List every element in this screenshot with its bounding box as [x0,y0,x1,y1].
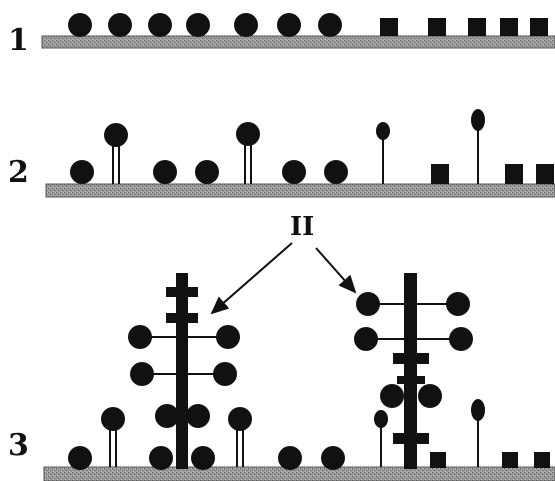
row-3-round-particle [278,446,302,470]
row-1-square-particle [428,18,446,36]
callout-arrow-right [315,247,357,294]
row-2-stalked-bud [471,109,485,184]
row-1-square-particle [530,18,548,36]
callout-arrow-left [210,242,293,315]
row-3-stalked-bud [471,399,485,467]
row-3-square-particle [430,452,446,468]
row-1-substrate [41,35,555,49]
row-3-stalked-ball [228,407,252,467]
left-tree-structure [128,273,240,469]
row-1-round-particle [277,13,301,37]
row-3: 3 [8,273,555,481]
row-3-round-particle [68,446,92,470]
row-3-round-particle [191,446,215,470]
row-2-round-particle [195,160,219,184]
row-3-round-particle [321,446,345,470]
row-2-square-particle [431,164,449,184]
row-3-label: 3 [8,428,29,463]
callout-label: II [290,212,314,242]
row-2-square-particle [505,164,523,184]
row-3-substrate [43,466,555,481]
row-2-square-particle [536,164,554,184]
row-1-round-particle [234,13,258,37]
row-2-round-particle [324,160,348,184]
row-1-round-particle [186,13,210,37]
row-2-stalked-ball [104,123,128,184]
row-2-stalked-bud [376,122,390,184]
callout: II [210,212,357,315]
row-2: 2 [8,109,555,198]
row-2-label: 2 [8,155,29,190]
row-3-square-particle [502,452,518,468]
row-1-round-particle [148,13,172,37]
row-2-stalked-ball [236,122,260,184]
row-2-substrate [45,183,555,198]
row-1-label: 1 [8,23,29,58]
row-3-round-particle [149,446,173,470]
right-tree-structure [354,273,473,469]
row-3-square-particle [534,452,550,468]
row-1-square-particle [500,18,518,36]
row-2-round-particle [282,160,306,184]
row-3-stalked-ball [101,407,125,467]
row-1-square-particle [468,18,486,36]
row-1-round-particle [108,13,132,37]
row-1-round-particle [318,13,342,37]
row-1-square-particle [380,18,398,36]
row-2-round-particle [153,160,177,184]
row-3-stalked-bud [374,410,388,467]
row-1: 1 [8,13,555,58]
row-1-round-particle [68,13,92,37]
row-2-round-particle [70,160,94,184]
